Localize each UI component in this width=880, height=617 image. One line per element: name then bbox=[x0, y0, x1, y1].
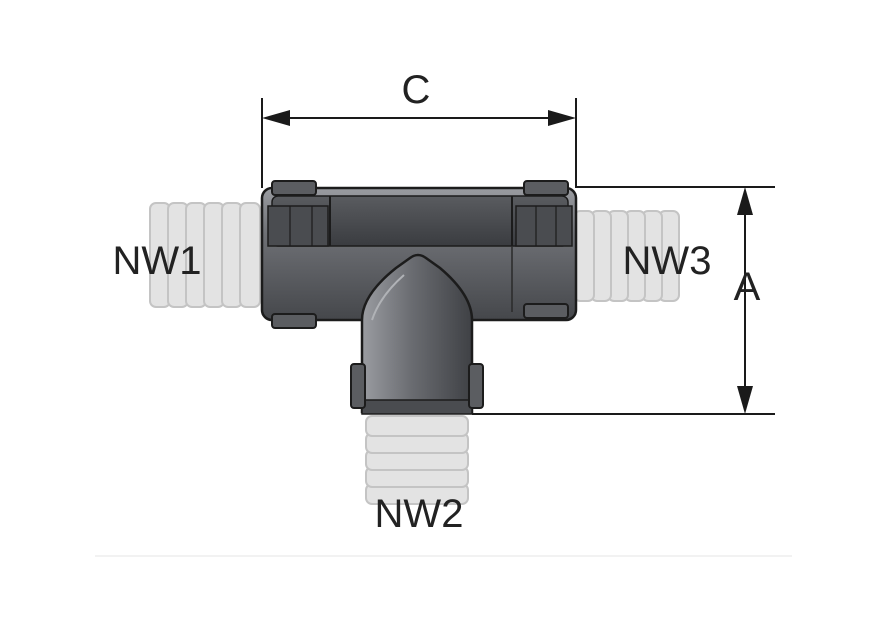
latch-clip bbox=[468, 363, 484, 409]
t-fitting bbox=[260, 180, 578, 415]
label-port-nw1: NW1 bbox=[113, 239, 202, 283]
latch-clip bbox=[523, 180, 569, 196]
dimension-a bbox=[472, 186, 775, 415]
latch-clip bbox=[271, 313, 317, 329]
conduit-rib bbox=[239, 202, 261, 308]
label-dimension-a: A bbox=[734, 265, 761, 309]
conduit-bottom bbox=[365, 415, 469, 505]
dimension-c bbox=[261, 98, 577, 188]
label-dimension-c: C bbox=[402, 68, 431, 112]
fitting-branch bbox=[360, 253, 474, 414]
conduit-left bbox=[149, 202, 261, 308]
label-port-nw3: NW3 bbox=[623, 239, 712, 283]
label-port-nw2: NW2 bbox=[375, 492, 464, 536]
conduit-right bbox=[573, 210, 680, 302]
conduit-rib bbox=[365, 415, 469, 437]
latch-clip bbox=[350, 363, 366, 409]
latch-clip bbox=[271, 180, 317, 196]
latch-clip bbox=[523, 303, 569, 319]
